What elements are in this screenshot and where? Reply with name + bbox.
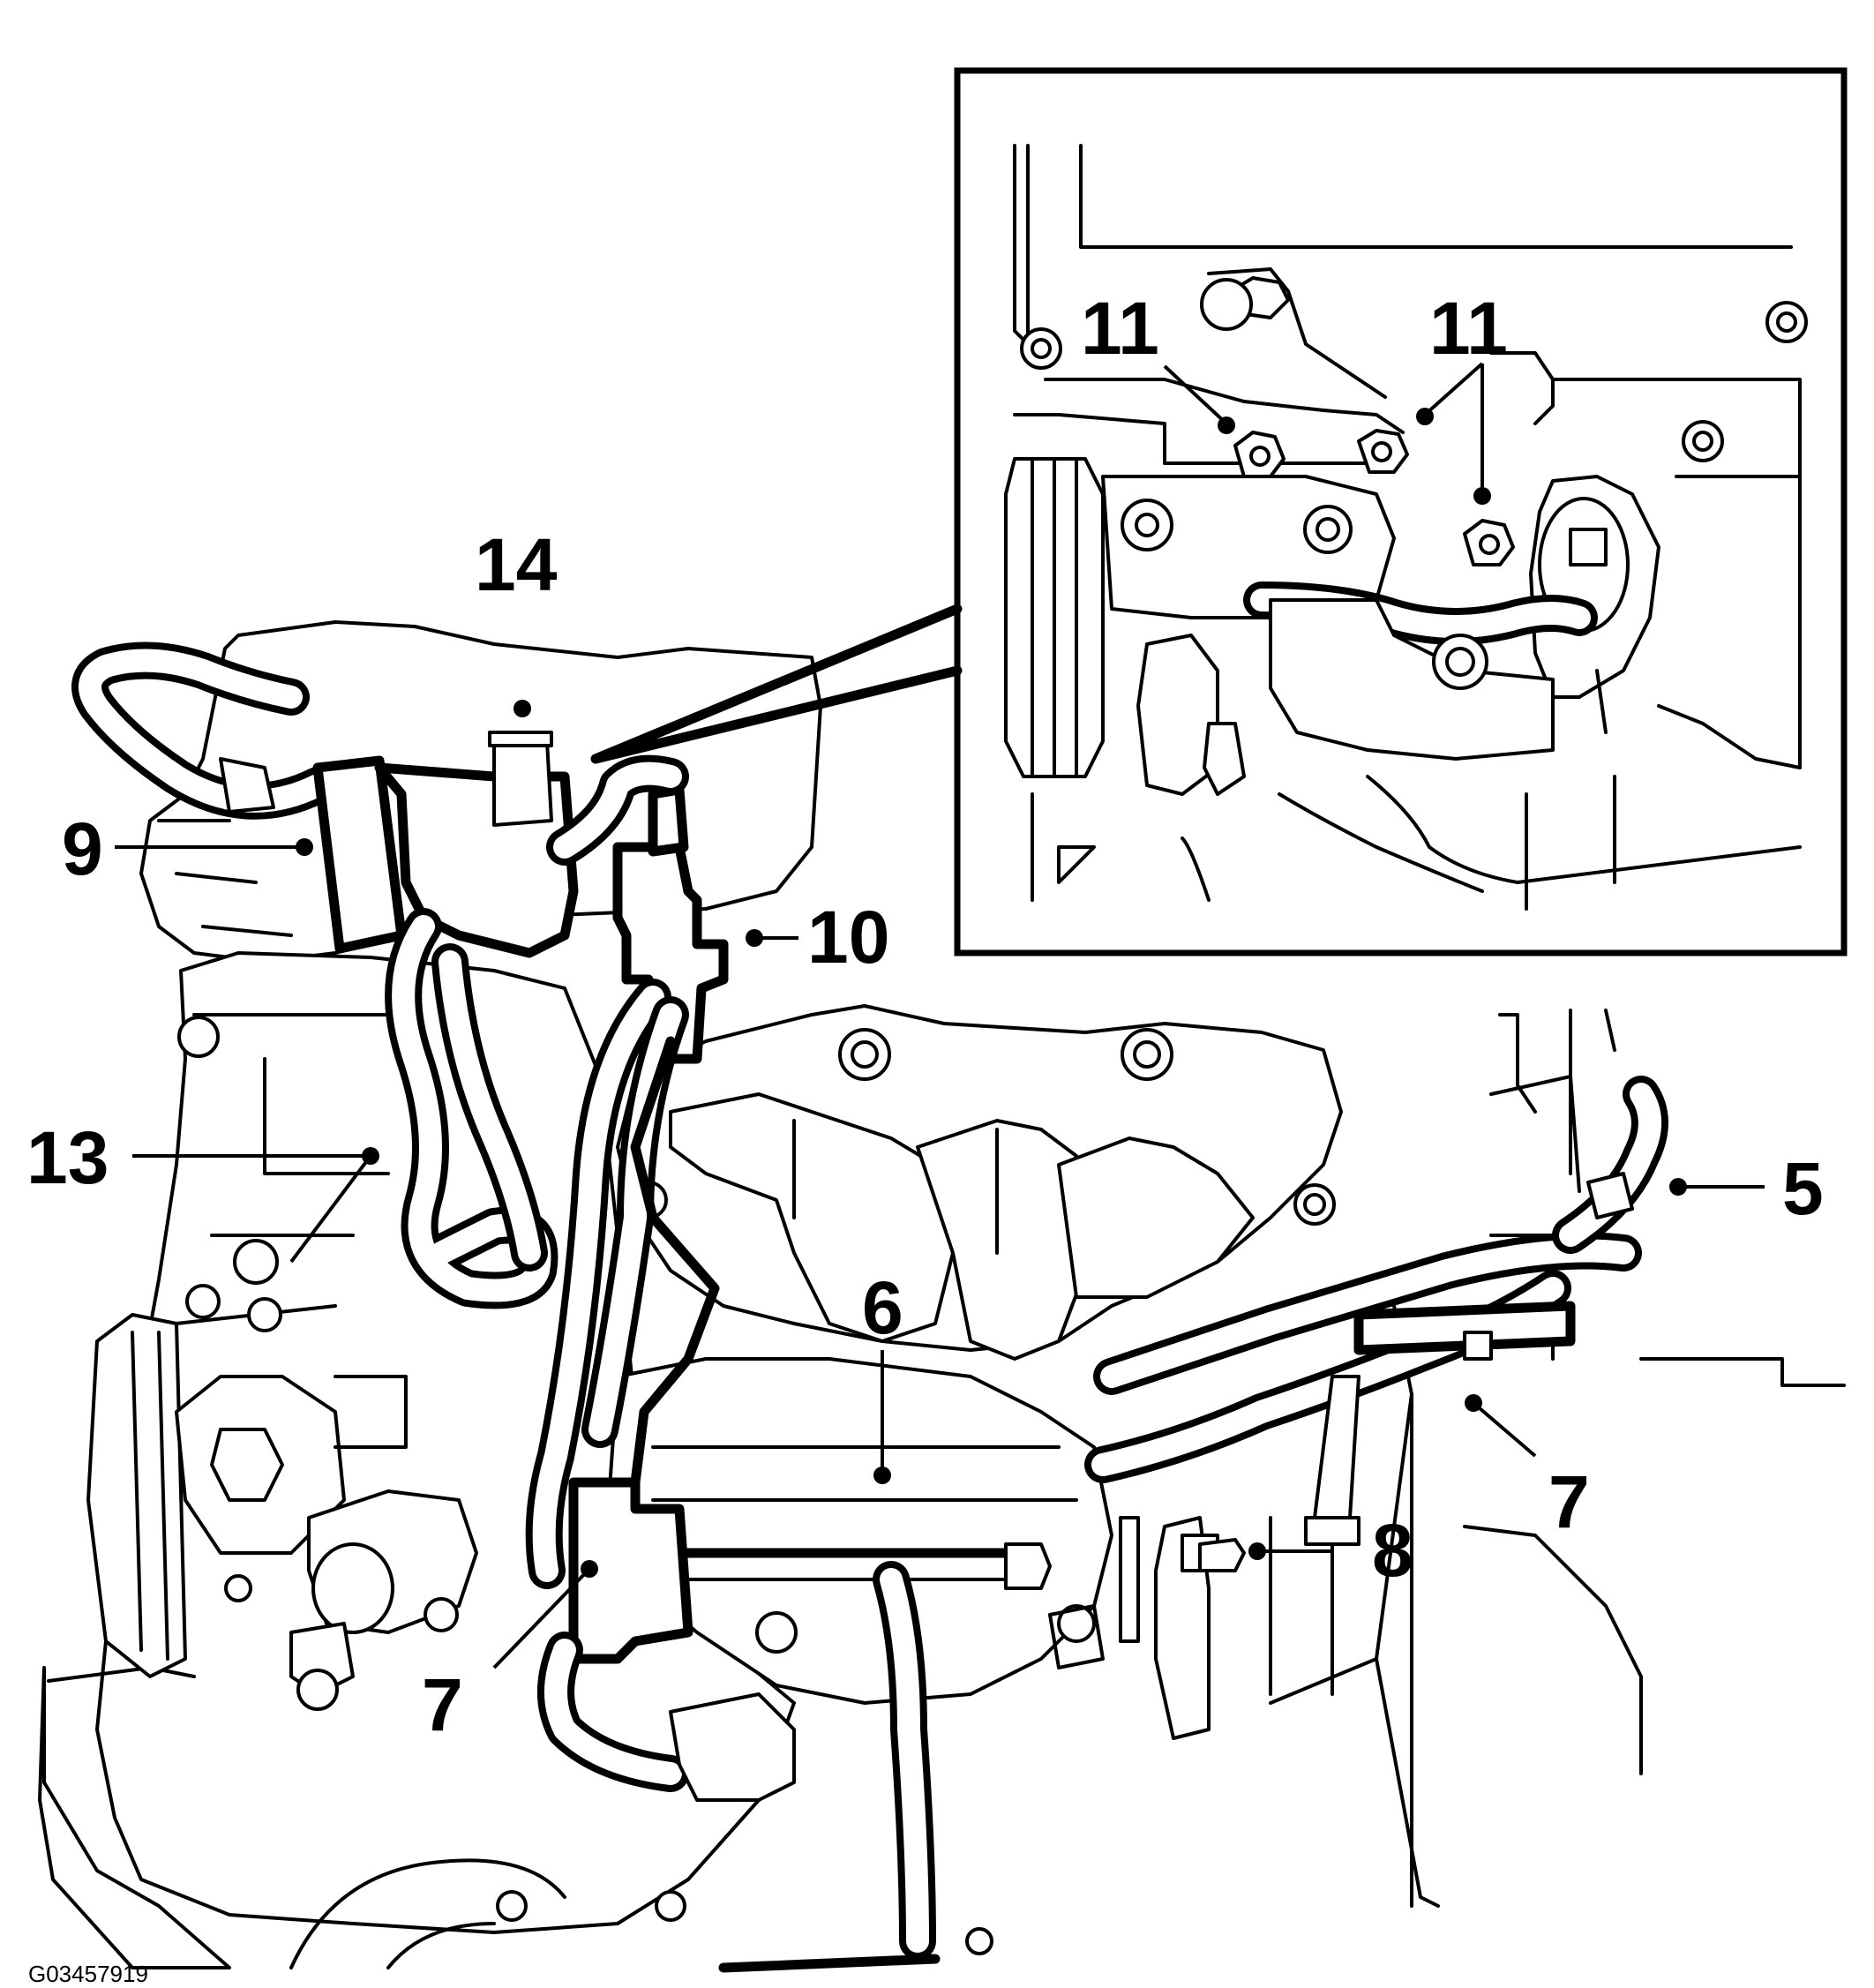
callout-14: 14 (475, 523, 558, 606)
right-assembly (1048, 1009, 1846, 1908)
leader-dot-5 (1669, 1178, 1687, 1196)
leader-dot-11-right-b (1473, 487, 1491, 505)
callout-11-right: 11 (1429, 287, 1508, 370)
callout-5: 5 (1782, 1147, 1824, 1230)
figure-id: G03457919 (28, 1961, 148, 1987)
callout-7-right: 7 (1548, 1460, 1590, 1543)
callout-13: 13 (26, 1116, 109, 1199)
leader-dot-11-left (1218, 416, 1235, 434)
upper-hoses (71, 641, 1668, 1973)
leader-dot-9 (296, 838, 313, 856)
callout-7-left: 7 (422, 1663, 463, 1746)
leader-dot-6 (873, 1467, 891, 1484)
callout-9: 9 (62, 807, 103, 890)
leader-dot-14 (513, 700, 531, 717)
exhaust-manifold (607, 1004, 1343, 1705)
callout-leaders (115, 362, 1765, 1669)
leader-dot-10 (746, 929, 763, 947)
leader-dot-8 (1248, 1542, 1266, 1560)
callout-11-left: 11 (1081, 287, 1159, 370)
callout-8: 8 (1372, 1509, 1413, 1592)
callout-6: 6 (862, 1266, 903, 1349)
leader-dot-11-right-a (1416, 408, 1434, 425)
inset-detail (590, 67, 1848, 956)
leader-dot-7-right (1465, 1394, 1482, 1412)
engine-block (38, 620, 993, 1969)
leader-dot-7-left (581, 1560, 598, 1578)
callout-10: 10 (807, 896, 890, 979)
